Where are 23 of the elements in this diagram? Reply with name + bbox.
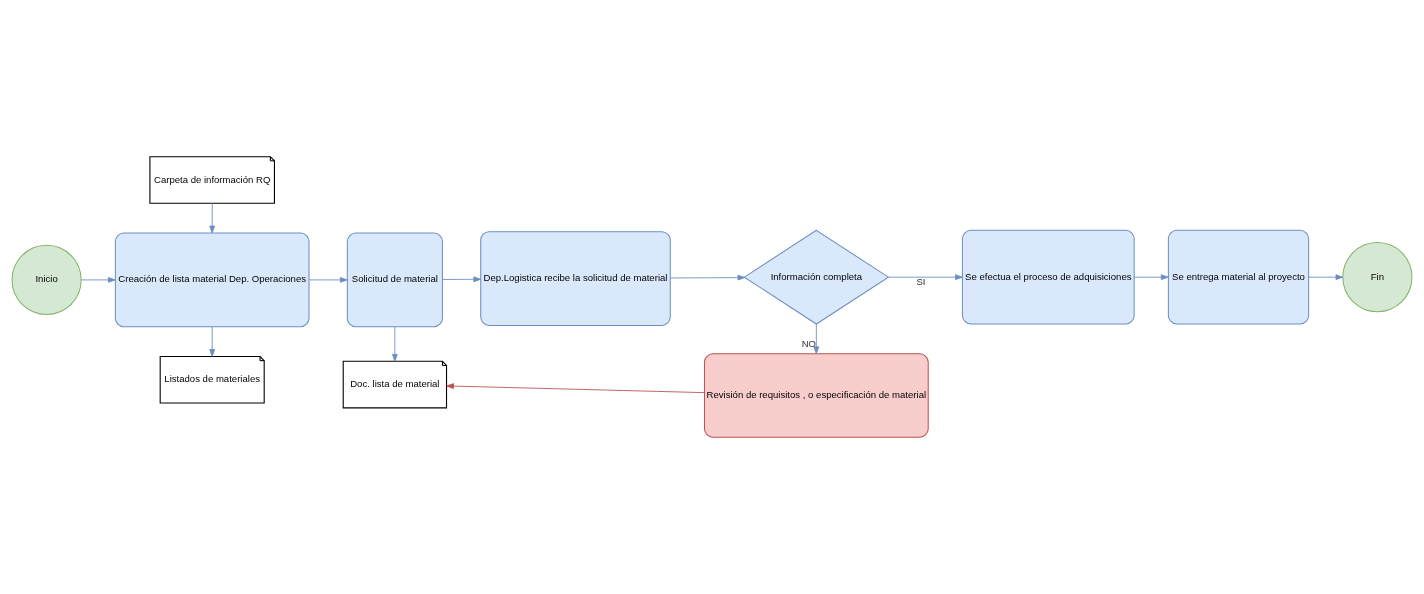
arrow [209, 326, 216, 357]
arrow [669, 274, 746, 281]
arrow [80, 277, 116, 283]
node-box: Creación de lista material Dep. Operaciones [114, 232, 310, 328]
edge-label: SI [916, 275, 926, 287]
arrow [1133, 274, 1169, 280]
node-box: Revisión de requisitos , o especificación de material [703, 353, 929, 438]
node-box: Solicitud de material [346, 232, 443, 328]
arrow [442, 276, 482, 283]
arrow [446, 383, 705, 394]
arrow [888, 274, 963, 280]
node-box: Se entrega material al proyecto [1167, 229, 1310, 325]
arrow [1308, 274, 1344, 280]
arrow [209, 202, 216, 234]
arrow [392, 326, 398, 362]
arrow [813, 323, 820, 355]
node-circle: Inicio [11, 244, 82, 315]
node-box: Se efectua el proceso de adquisiciones [961, 229, 1135, 325]
arrow [308, 277, 348, 283]
node-circle: Fin [1342, 242, 1413, 313]
node-box: Dep.Logistica recibe la solicitud de material [480, 231, 671, 326]
node-diamond: Información completa [743, 229, 890, 325]
edge-label: NO [801, 337, 816, 349]
